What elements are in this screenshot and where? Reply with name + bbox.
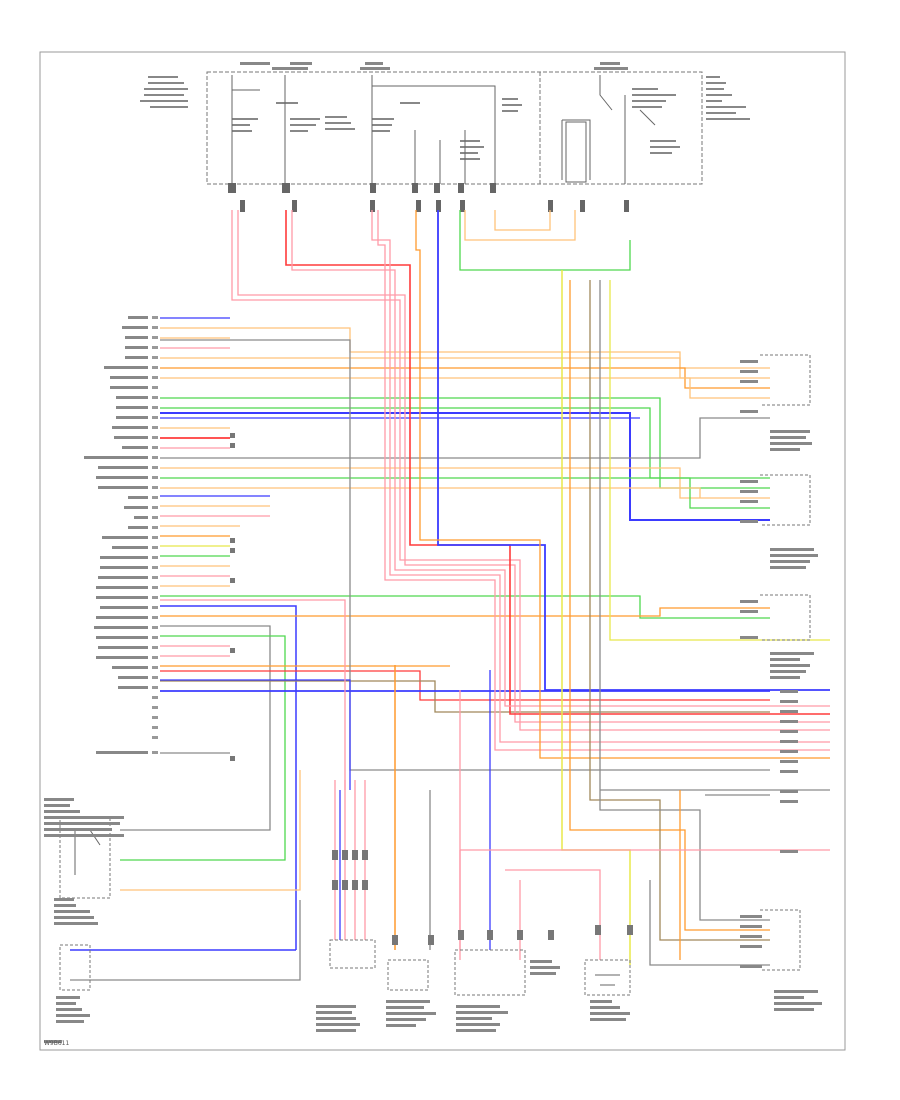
ecu-pin-numbers <box>152 316 158 754</box>
wire-blue-main <box>160 412 770 521</box>
diagram-footer-id: W9B611 <box>44 1040 70 1047</box>
horizontal-wires <box>120 317 770 950</box>
fuse-box <box>140 62 750 185</box>
seat-belt-buckle-connector <box>329 939 376 969</box>
fuse-box-connectors <box>228 183 629 212</box>
relay-coil <box>565 121 587 183</box>
fuse-labels <box>140 62 750 160</box>
driver-airbag-module <box>387 959 429 991</box>
right-connector-labels <box>740 360 822 1011</box>
occupant-sensor <box>59 944 91 991</box>
passenger-airbag-module <box>454 949 526 996</box>
fuse-box-outline <box>206 71 703 185</box>
wire-blue-vertical <box>437 210 830 691</box>
right-component-brackets <box>760 354 811 971</box>
bottom-components <box>44 798 631 1043</box>
page-frame <box>39 51 846 1051</box>
ecu-pin-labels <box>84 316 148 754</box>
lower-left-wiring <box>70 770 366 981</box>
fuse-box-internal-wiring <box>231 75 656 184</box>
terminal-marks <box>230 433 633 945</box>
vertical-wires <box>160 210 830 966</box>
side-airbag-module <box>584 959 631 996</box>
